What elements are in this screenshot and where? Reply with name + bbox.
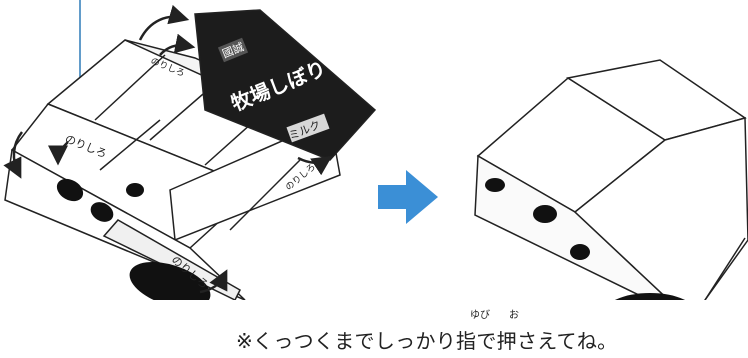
assembly-diagram xyxy=(3,0,748,300)
assembled-box xyxy=(474,59,748,300)
cartoon-decoration-right xyxy=(485,178,686,300)
cartoon-decoration-left xyxy=(56,178,211,300)
caption-text: ※くっつくまでしっかり指で押さえてね。 xyxy=(236,329,618,353)
next-step-arrow xyxy=(378,170,438,224)
fold-arrows xyxy=(3,4,333,294)
instruction-caption: ゆび お ※くっつくまでしっかり指で押さえてね。 xyxy=(0,300,748,358)
ruby-o: お xyxy=(509,310,519,321)
ruby-yubi: ゆび xyxy=(470,310,490,321)
